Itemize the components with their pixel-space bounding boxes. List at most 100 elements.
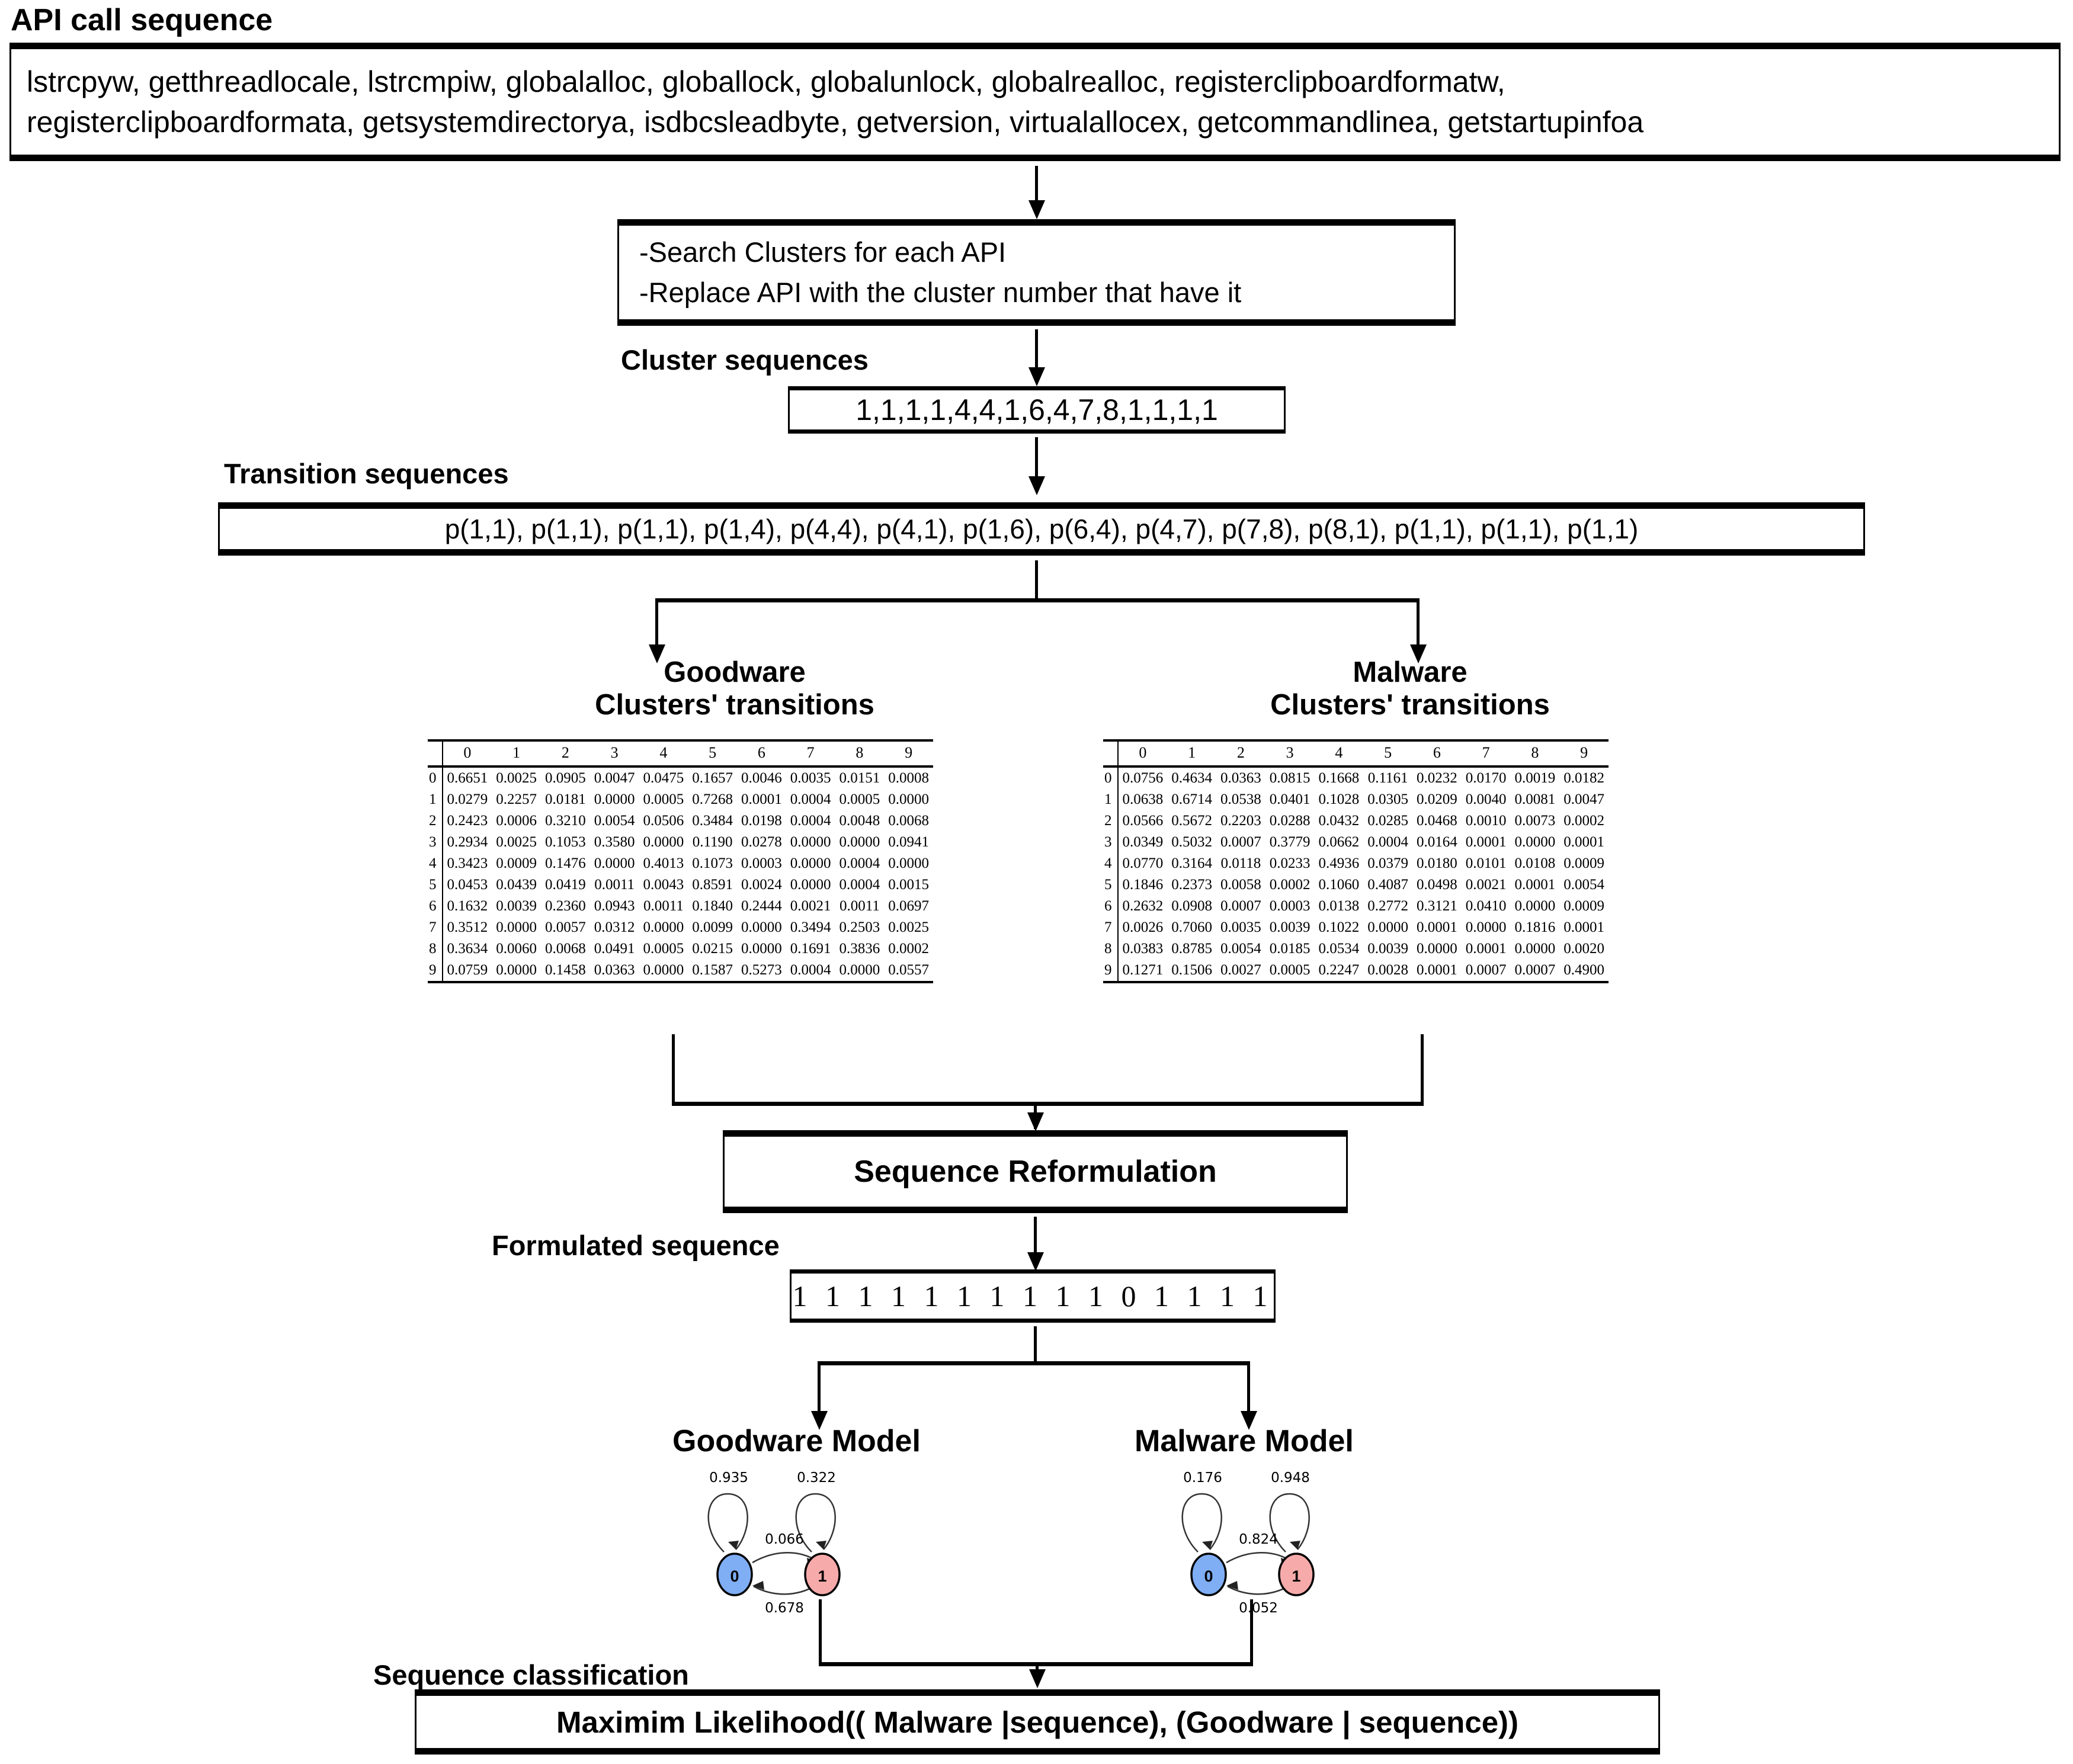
sequence-reformulation-box: Sequence Reformulation <box>723 1130 1348 1213</box>
goodware-matrix-cell: 0.0060 <box>496 941 537 957</box>
malware-matrix-cell: 0.0058 <box>1220 877 1261 893</box>
malware-matrix-cell: 0.8785 <box>1171 941 1212 957</box>
malware-matrix-cell: 0.0000 <box>1417 941 1457 957</box>
goodware-matrix-cell: 0.0453 <box>447 877 488 893</box>
goodware-matrix-cell: 0.0047 <box>594 770 635 786</box>
goodware-matrix-cell: 0.0312 <box>594 919 635 935</box>
arrowhead-to-reformulation <box>1027 1112 1044 1131</box>
malware-markov-diagram: 0 1 0.176 0.948 0.824 0.052 <box>1181 1470 1315 1616</box>
malware-matrix-cell: 0.4900 <box>1559 960 1609 983</box>
arrowhead-to-goodware-model <box>811 1411 828 1430</box>
goodware-matrix-cell: 0.0035 <box>790 770 831 786</box>
malware-matrix-cell: 0.0040 <box>1465 791 1507 807</box>
malware-matrix-cell: 0.0118 <box>1220 855 1261 871</box>
malware-matrix-row-header: 4 <box>1103 853 1119 874</box>
goodware-matrix-cell: 0.0506 <box>643 813 684 829</box>
goodware-state-1-node <box>804 1553 841 1596</box>
goodware-matrix-cell: 0.0005 <box>643 941 684 957</box>
goodware-matrix-row-header: 0 <box>428 766 443 789</box>
goodware-matrix-cell: 0.3210 <box>545 813 586 829</box>
malware-matrix-cell: 0.0000 <box>1367 919 1408 935</box>
connector-merge-bar-matrices <box>672 1102 1424 1106</box>
goodware-matrix-cell: 0.1840 <box>692 898 733 914</box>
goodware-matrix-cell: 0.0941 <box>888 834 929 850</box>
malware-matrix-cell: 0.0054 <box>1220 941 1261 957</box>
goodware-matrix-cell: 0.0006 <box>496 813 537 829</box>
malware-matrix-cell: 0.0028 <box>1363 960 1412 983</box>
malware-edge-0-to-1-label: 0.824 <box>1239 1532 1278 1547</box>
malware-matrix-cell: 0.4087 <box>1367 877 1408 893</box>
goodware-matrix-col-header: 6 <box>737 739 786 768</box>
goodware-matrix-cell: 0.7268 <box>692 791 733 807</box>
goodware-matrix-cell: 0.0011 <box>594 877 635 893</box>
goodware-matrix-cell: 0.0905 <box>545 770 586 786</box>
goodware-edge-0-to-1-label: 0.066 <box>765 1532 804 1547</box>
goodware-self-loop-0-label: 0.935 <box>709 1470 748 1486</box>
malware-matrix-row-header: 2 <box>1103 810 1119 832</box>
malware-matrix-cell: 0.0379 <box>1367 855 1408 871</box>
goodware-matrix-cell: 0.0000 <box>741 941 782 957</box>
goodware-markov-diagram: 0 1 0.935 0.322 0.066 0.678 <box>707 1470 841 1616</box>
goodware-matrix-cell: 0.0005 <box>839 791 880 807</box>
connector-cluster-to-transition <box>1035 437 1038 479</box>
goodware-matrix-cell: 0.0025 <box>496 834 537 850</box>
cluster-sequences-value: 1,1,1,1,4,4,1,6,4,7,8,1,1,1,1 <box>856 393 1218 426</box>
goodware-matrix-cell: 0.0000 <box>594 855 635 871</box>
malware-matrix-cell: 0.0383 <box>1122 941 1164 957</box>
connector-process-to-cluster <box>1035 329 1038 370</box>
sequence-reformulation-label: Sequence Reformulation <box>854 1154 1217 1189</box>
malware-matrix-cell: 0.1161 <box>1367 770 1408 786</box>
malware-matrix-cell: 0.0164 <box>1417 834 1457 850</box>
malware-matrix-cell: 0.0138 <box>1318 898 1360 914</box>
malware-state-1-label: 1 <box>1292 1567 1300 1585</box>
goodware-matrix-cell: 0.0025 <box>888 919 929 935</box>
malware-matrix-cell: 0.2373 <box>1171 877 1212 893</box>
goodware-matrix-cell: 0.0009 <box>496 855 537 871</box>
goodware-state-0-node <box>716 1553 753 1596</box>
goodware-matrix-cell: 0.2934 <box>447 834 488 850</box>
malware-matrix-col-header: 8 <box>1510 739 1560 768</box>
malware-matrix-cell: 0.0001 <box>1514 877 1556 893</box>
malware-edge-1-to-0-label: 0.052 <box>1239 1601 1278 1616</box>
goodware-self-loop-1-path <box>795 1493 836 1553</box>
malware-matrix-cell: 0.2772 <box>1367 898 1408 914</box>
malware-matrix-cell: 0.0770 <box>1122 855 1164 871</box>
malware-matrix-cell: 0.0021 <box>1465 877 1507 893</box>
malware-matrix-cell: 0.0566 <box>1122 813 1164 829</box>
malware-matrix-cell: 0.0538 <box>1220 791 1261 807</box>
malware-matrix-cell: 0.2632 <box>1122 898 1164 914</box>
api-call-sequence-title: API call sequence <box>11 3 273 37</box>
malware-self-loop-1-label: 0.948 <box>1271 1470 1310 1486</box>
goodware-matrix-cell: 0.2257 <box>496 791 537 807</box>
malware-matrix-cell: 0.1022 <box>1318 919 1360 935</box>
malware-matrix-cell: 0.0182 <box>1563 770 1604 786</box>
goodware-matrix-cell: 0.0215 <box>692 941 733 957</box>
goodware-matrix-cell: 0.0015 <box>888 877 929 893</box>
connector-reformulation-to-formulated <box>1034 1217 1037 1256</box>
goodware-matrix-cell: 0.0000 <box>839 834 880 850</box>
goodware-matrix-cell: 0.0054 <box>594 813 635 829</box>
goodware-matrix-cell: 0.0011 <box>643 898 684 914</box>
goodware-matrix-cell: 0.0011 <box>839 898 880 914</box>
malware-matrix-col-header: 0 <box>1117 739 1168 768</box>
malware-matrix-cell: 0.0401 <box>1269 791 1311 807</box>
connector-goodware-model-down <box>819 1599 822 1666</box>
malware-matrix-corner-cell <box>1103 739 1119 768</box>
malware-matrix-cell: 0.0468 <box>1417 813 1457 829</box>
malware-matrix-cell: 0.0209 <box>1417 791 1457 807</box>
malware-matrix-cell: 0.4634 <box>1171 770 1212 786</box>
malware-matrix-row-header: 1 <box>1103 789 1119 810</box>
goodware-matrix-col-header: 1 <box>492 739 541 768</box>
process-instructions-box: -Search Clusters for each API -Replace A… <box>617 219 1456 326</box>
